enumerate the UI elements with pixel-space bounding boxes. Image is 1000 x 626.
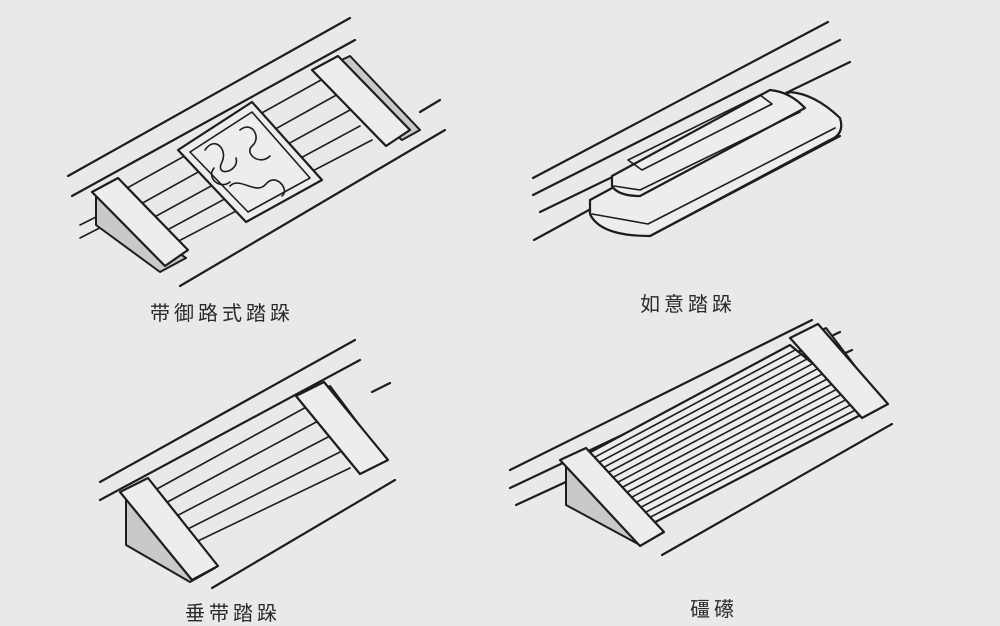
ramp-ridge-line bbox=[627, 395, 854, 515]
right-side-cap bbox=[310, 54, 412, 148]
ruyi-lower-step bbox=[588, 90, 843, 238]
ramp-ridge-line bbox=[607, 372, 826, 488]
platform-edge-upper bbox=[66, 16, 352, 178]
imperial-ramp-stair-drawing bbox=[66, 16, 447, 288]
side-slope-stair-drawing bbox=[98, 338, 397, 590]
ramp-ridge-line bbox=[592, 353, 803, 467]
ramp-ridge-line bbox=[611, 376, 831, 494]
caption-ruyi-stair: 如意踏跺 bbox=[640, 292, 736, 316]
ramp-ridge-line bbox=[619, 385, 843, 505]
ramp-ridge-line bbox=[635, 404, 866, 526]
left-side-cap bbox=[558, 446, 666, 548]
left-side-cap bbox=[118, 476, 220, 582]
ruyi-top-step bbox=[627, 94, 773, 171]
platform-edge-upper bbox=[531, 20, 830, 180]
caption-side-slope-stair: 垂带踏跺 bbox=[185, 601, 281, 625]
platform-edge-lower bbox=[70, 38, 357, 198]
ramp-ridge-line bbox=[615, 381, 837, 499]
ground-line-upper bbox=[418, 98, 442, 114]
right-side-cap bbox=[294, 380, 390, 476]
ramp-ridge-line bbox=[588, 348, 797, 462]
platform-edge-upper bbox=[508, 318, 814, 472]
step-line bbox=[159, 419, 321, 507]
step-line bbox=[169, 451, 341, 539]
caption-ridged-ramp: 礓礤 bbox=[690, 597, 738, 621]
ruyi-lower-step-edge bbox=[591, 127, 836, 225]
carved-panel-inner bbox=[189, 111, 311, 213]
platform-edge-upper bbox=[98, 338, 357, 484]
ruyi-stair-drawing bbox=[531, 20, 852, 242]
ground-line-lower bbox=[178, 128, 447, 288]
left-side-cap bbox=[90, 176, 190, 268]
platform-edge-mid bbox=[531, 38, 842, 197]
ground-line-lower bbox=[210, 478, 397, 590]
ground-line-upper bbox=[370, 381, 392, 394]
platform-edge-lower bbox=[98, 358, 362, 502]
ground-line bbox=[660, 422, 894, 557]
ramp-ridge-line bbox=[595, 358, 808, 472]
carved-panel-pattern bbox=[204, 126, 286, 197]
step-line bbox=[154, 404, 311, 491]
step-line bbox=[174, 467, 351, 553]
ramp-ridge-line bbox=[599, 362, 814, 478]
ruyi-upper-step-edge bbox=[613, 111, 801, 191]
ridged-ramp-drawing bbox=[508, 318, 894, 557]
step-line bbox=[164, 435, 331, 523]
ramp-ridge-line bbox=[631, 399, 860, 521]
ruyi-upper-step bbox=[610, 88, 807, 198]
caption-imperial-ramp-stair: 带御路式踏跺 bbox=[150, 301, 294, 325]
ramp-ridge-line bbox=[623, 390, 848, 510]
ramp-ridge-line bbox=[603, 367, 820, 483]
ramp-ridges bbox=[588, 348, 866, 526]
right-side-cap bbox=[788, 322, 890, 420]
